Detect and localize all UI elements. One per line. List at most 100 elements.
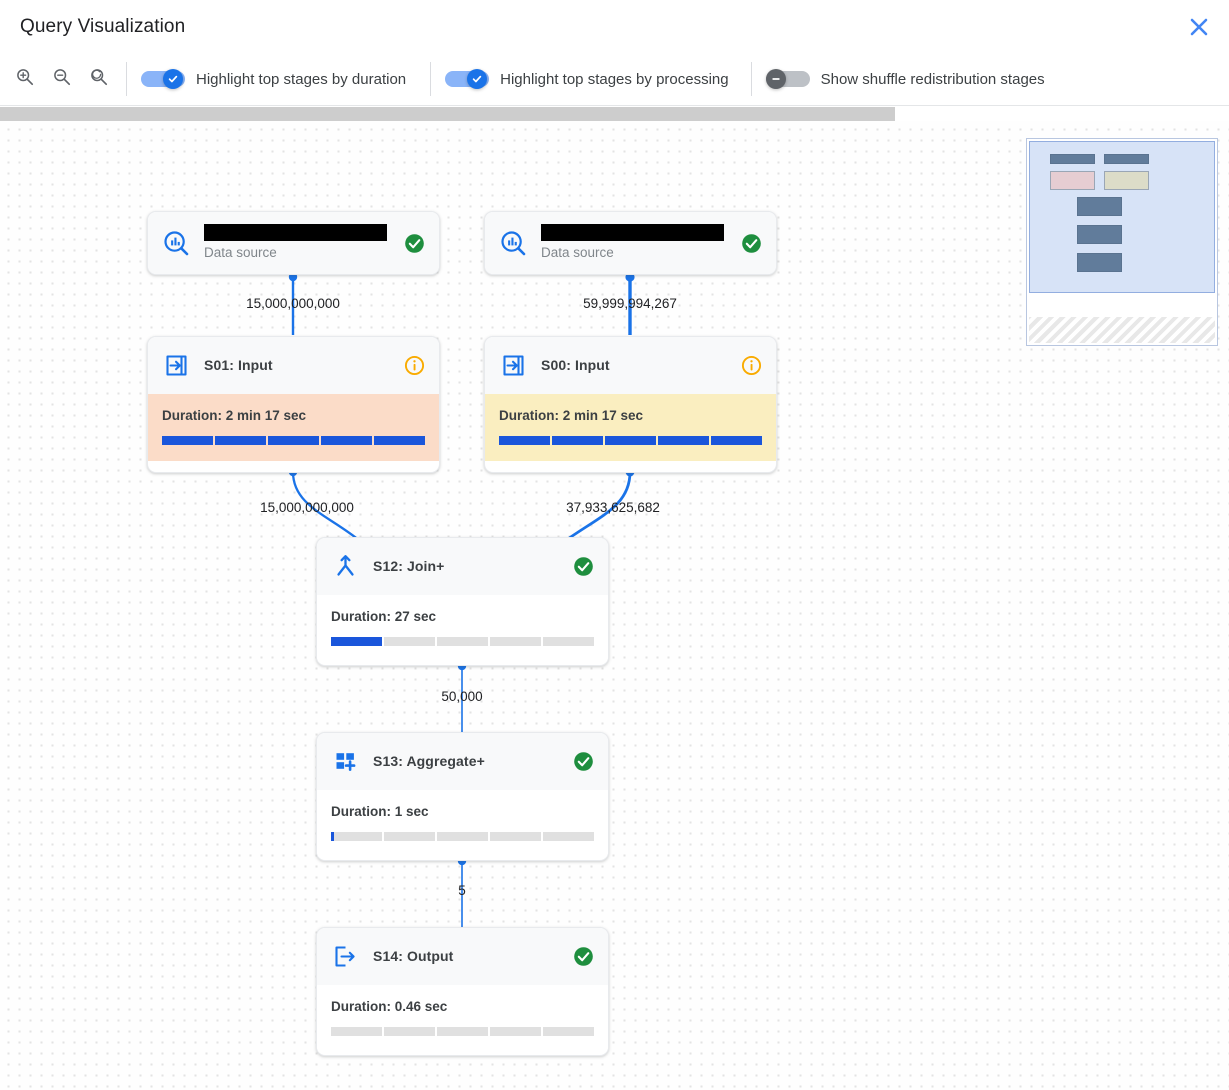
bar-segment [543, 1027, 594, 1036]
redacted-datasource-name [541, 224, 724, 241]
horizontal-scrollbar[interactable] [0, 107, 1229, 121]
toggle-show-shuffle-switch[interactable] [765, 69, 810, 89]
minimap[interactable] [1026, 138, 1218, 346]
zoom-in-button[interactable] [12, 66, 38, 92]
horizontal-scrollbar-thumb[interactable] [0, 107, 895, 121]
switch-knob [163, 69, 183, 89]
edge-label-rows: 59,999,994,267 [583, 296, 677, 311]
status-badge-info[interactable] [403, 355, 425, 377]
node-header: S13: Aggregate+ [317, 733, 608, 790]
node-titles: S01: Input [204, 357, 395, 375]
node-data-source-1[interactable]: Data source [147, 211, 440, 275]
zoom-reset-button[interactable] [86, 66, 112, 92]
status-badge-success [572, 556, 594, 578]
bar-segment [543, 832, 594, 841]
toggle-highlight-processing-label: Highlight top stages by processing [500, 70, 729, 88]
node-header: S01: Input [148, 337, 439, 394]
toggle-show-shuffle[interactable]: Show shuffle redistribution stages [765, 69, 1045, 89]
status-badge-success [572, 751, 594, 773]
status-badge-success [740, 232, 762, 254]
page-title: Query Visualization [20, 15, 186, 37]
zoom-reset-icon [89, 67, 109, 92]
node-title: S12: Join+ [373, 557, 445, 574]
duration-progress-bar [331, 1027, 594, 1036]
graph-canvas[interactable]: 15,000,000,000 59,999,994,267 15,000,000… [0, 121, 1229, 1090]
node-header: Data source [148, 212, 439, 274]
node-body: Duration: 27 sec [317, 595, 608, 662]
edge-label-rows: 5 [458, 883, 466, 898]
stage-input-icon [162, 352, 190, 380]
node-duration: Duration: 1 sec [331, 804, 429, 819]
bar-segment [384, 637, 435, 646]
bar-segment [162, 436, 213, 445]
node-duration: Duration: 0.46 sec [331, 999, 448, 1014]
node-stage-s13[interactable]: S13: Aggregate+ Duration: 1 sec [316, 732, 609, 861]
toggle-highlight-duration[interactable]: Highlight top stages by duration [141, 69, 406, 89]
switch-knob [765, 69, 786, 89]
node-stage-s00[interactable]: S00: Input Duration: 2 min 17 sec [484, 336, 777, 473]
zoom-controls [0, 66, 112, 92]
node-header: Data source [485, 212, 776, 274]
bar-segment [711, 436, 762, 445]
zoom-in-icon [15, 67, 35, 92]
node-duration: Duration: 2 min 17 sec [162, 408, 307, 423]
node-titles: S13: Aggregate+ [373, 753, 564, 771]
node-title: S13: Aggregate+ [373, 752, 485, 769]
node-titles: Data source [541, 224, 732, 262]
node-title: S14: Output [373, 947, 454, 964]
node-subtitle: Data source [204, 245, 277, 260]
toggle-highlight-duration-label: Highlight top stages by duration [196, 70, 407, 88]
minimap-node [1104, 154, 1149, 164]
minimap-node [1077, 225, 1122, 244]
bar-segment [437, 1027, 488, 1036]
node-duration: Duration: 27 sec [331, 609, 437, 624]
bar-segment [331, 637, 382, 646]
node-titles: S14: Output [373, 948, 564, 966]
minimap-node [1077, 197, 1122, 216]
zoom-out-icon [52, 67, 72, 92]
bar-segment [552, 436, 603, 445]
switch-knob [467, 69, 488, 89]
node-title: S00: Input [541, 356, 610, 373]
dialog-header: Query Visualization [0, 0, 1229, 53]
toggle-highlight-processing-switch[interactable] [445, 69, 490, 89]
minimap-viewport[interactable] [1029, 141, 1215, 293]
edge-label-rows: 15,000,000,000 [246, 296, 340, 311]
node-header: S14: Output [317, 928, 608, 985]
duration-progress-bar [331, 832, 594, 841]
bar-segment [658, 436, 709, 445]
node-stage-s14[interactable]: S14: Output Duration: 0.46 sec [316, 927, 609, 1056]
bar-segment [321, 436, 372, 445]
node-data-source-0[interactable]: Data source [484, 211, 777, 275]
minimap-node [1104, 171, 1149, 190]
toggle-show-shuffle-label: Show shuffle redistribution stages [820, 70, 1045, 88]
toolbar-divider-2 [430, 62, 432, 96]
toggle-highlight-duration-switch[interactable] [141, 69, 185, 89]
bar-segment [543, 637, 594, 646]
toggle-highlight-processing[interactable]: Highlight top stages by processing [445, 69, 729, 89]
toolbar-divider-3 [750, 62, 752, 96]
zoom-out-button[interactable] [49, 66, 75, 92]
bar-segment [490, 637, 541, 646]
node-body: Duration: 2 min 17 sec [148, 394, 439, 461]
duration-progress-bar [499, 436, 762, 445]
stage-join-icon [331, 553, 359, 581]
bar-segment [384, 1027, 435, 1036]
close-button[interactable] [1179, 7, 1219, 47]
bar-segment [499, 436, 550, 445]
node-stage-s12[interactable]: S12: Join+ Duration: 27 sec [316, 537, 609, 666]
node-header: S12: Join+ [317, 538, 608, 595]
bar-segment [215, 436, 266, 445]
bar-segment [437, 637, 488, 646]
node-subtitle: Data source [541, 245, 614, 260]
status-badge-info[interactable] [740, 355, 762, 377]
node-stage-s01[interactable]: S01: Input Duration: 2 min 17 sec [147, 336, 440, 473]
node-titles: S00: Input [541, 357, 732, 375]
status-badge-success [572, 946, 594, 968]
duration-progress-bar [162, 436, 425, 445]
node-title: S01: Input [204, 356, 273, 373]
edge-label-rows: 37,933,625,682 [566, 500, 660, 515]
visualization-toolbar: Highlight top stages by duration Highlig… [0, 53, 1229, 106]
bar-segment [384, 832, 435, 841]
minimap-node [1050, 171, 1095, 190]
